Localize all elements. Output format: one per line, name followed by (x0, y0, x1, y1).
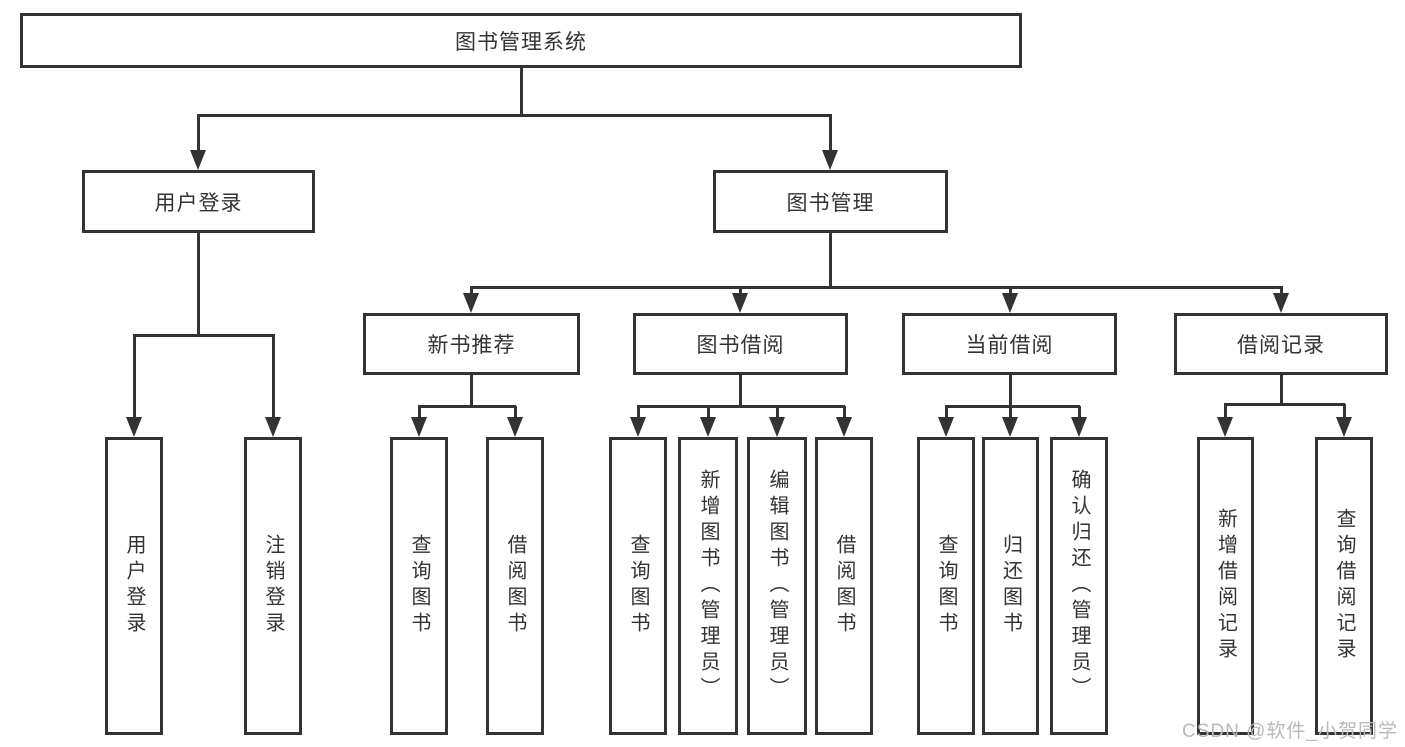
connector-line (1224, 403, 1345, 406)
arrow-down-icon (463, 293, 479, 313)
arrow-down-icon (769, 417, 785, 437)
arrow-down-icon (732, 293, 748, 313)
arrow-down-icon (190, 150, 206, 170)
arrow-down-icon (700, 417, 716, 437)
arrow-down-icon (630, 417, 646, 437)
arrow-down-icon (938, 417, 954, 437)
node-user-login: 用户登录 (82, 170, 315, 233)
leaf-add-books-admin: 新增图书（管理员） (678, 437, 738, 735)
leaf-confirm-return-admin: 确认归还（管理员） (1050, 437, 1108, 735)
connector-line (739, 375, 742, 408)
node-label: 借阅记录 (1237, 334, 1325, 357)
connector-line (637, 405, 845, 408)
connector-arrow-shaft (1280, 287, 1283, 295)
leaf-label: 查询借阅记录 (1333, 508, 1355, 664)
node-label: 当前借阅 (965, 334, 1054, 357)
arrow-down-icon (411, 417, 427, 437)
leaf-label: 确认归还（管理员） (1068, 469, 1090, 703)
arrow-down-icon (126, 417, 142, 437)
connector-arrow-shaft (707, 406, 710, 419)
leaf-label: 用户登录 (123, 534, 145, 638)
leaf-label: 注销登录 (262, 534, 284, 638)
connector-line (197, 233, 200, 336)
connector-arrow-shaft (1343, 404, 1346, 419)
leaf-user-login: 用户登录 (105, 437, 163, 735)
node-book-management: 图书管理 (713, 170, 948, 233)
connector-arrow-shaft (470, 287, 473, 295)
node-current-borrow: 当前借阅 (902, 313, 1117, 375)
connector-line (1280, 375, 1283, 406)
arrow-down-icon (1002, 293, 1018, 313)
arrow-down-icon (1273, 293, 1289, 313)
connector-line (470, 375, 473, 408)
arrow-down-icon (1071, 417, 1087, 437)
arrow-down-icon (1002, 417, 1018, 437)
connector-line (520, 68, 523, 116)
arrow-down-icon (822, 150, 838, 170)
leaf-borrow-books-recommend: 借阅图书 (486, 437, 544, 735)
arrow-down-icon (1336, 417, 1352, 437)
leaf-return-books: 归还图书 (982, 437, 1039, 735)
connector-line (418, 405, 516, 408)
node-root-library-system: 图书管理系统 (20, 13, 1022, 68)
connector-arrow-shaft (1224, 404, 1227, 419)
connector-arrow-shaft (739, 287, 742, 295)
leaf-label: 借阅图书 (833, 534, 855, 638)
connector-arrow-shaft (197, 115, 200, 152)
node-label: 用户登录 (154, 191, 243, 215)
connector-line (829, 233, 832, 289)
connector-arrow-shaft (637, 406, 640, 419)
connector-line (470, 286, 1283, 289)
node-new-book-recommend: 新书推荐 (363, 313, 580, 375)
connector-arrow-shaft (1078, 406, 1081, 419)
node-label: 图书管理系统 (455, 30, 587, 54)
csdn-watermark: CSDN @软件_小贺同学 (1182, 721, 1398, 742)
node-label: 图书管理 (786, 191, 875, 215)
leaf-query-borrow-record: 查询借阅记录 (1315, 437, 1373, 735)
connector-line (197, 114, 832, 117)
connector-arrow-shaft (272, 335, 275, 419)
leaf-label: 归还图书 (999, 534, 1022, 638)
leaf-add-borrow-record: 新增借阅记录 (1197, 437, 1254, 735)
arrow-down-icon (836, 417, 852, 437)
leaf-label: 查询图书 (935, 534, 957, 638)
leaf-edit-books-admin: 编辑图书（管理员） (747, 437, 807, 735)
node-borrow-records: 借阅记录 (1174, 313, 1388, 375)
arrow-down-icon (507, 417, 523, 437)
connector-arrow-shaft (776, 406, 779, 419)
leaf-label: 新增图书（管理员） (697, 469, 719, 703)
leaf-label: 查询图书 (627, 534, 649, 638)
leaf-query-books-borrow: 查询图书 (609, 437, 667, 735)
connector-arrow-shaft (514, 406, 517, 419)
leaf-logout: 注销登录 (244, 437, 302, 735)
arrow-down-icon (1217, 417, 1233, 437)
connector-arrow-shaft (829, 115, 832, 152)
arrow-down-icon (265, 417, 281, 437)
connector-arrow-shaft (418, 406, 421, 419)
connector-arrow-shaft (843, 406, 846, 419)
connector-arrow-shaft (1009, 287, 1012, 295)
node-label: 图书借阅 (696, 334, 785, 357)
leaf-borrow-books: 借阅图书 (815, 437, 873, 735)
leaf-label: 查询图书 (408, 534, 430, 638)
leaf-query-books-current: 查询图书 (917, 437, 975, 735)
connector-line (133, 334, 275, 337)
connector-arrow-shaft (133, 335, 136, 419)
connector-arrow-shaft (1009, 406, 1012, 419)
node-label: 新书推荐 (427, 334, 516, 357)
leaf-query-books-recommend: 查询图书 (390, 437, 448, 735)
leaf-label: 编辑图书（管理员） (766, 469, 788, 703)
connector-line (1009, 375, 1012, 408)
leaf-label: 借阅图书 (504, 534, 526, 638)
node-book-borrow: 图书借阅 (633, 313, 848, 375)
leaf-label: 新增借阅记录 (1214, 508, 1237, 664)
connector-arrow-shaft (945, 406, 948, 419)
connector-line (945, 405, 1080, 408)
